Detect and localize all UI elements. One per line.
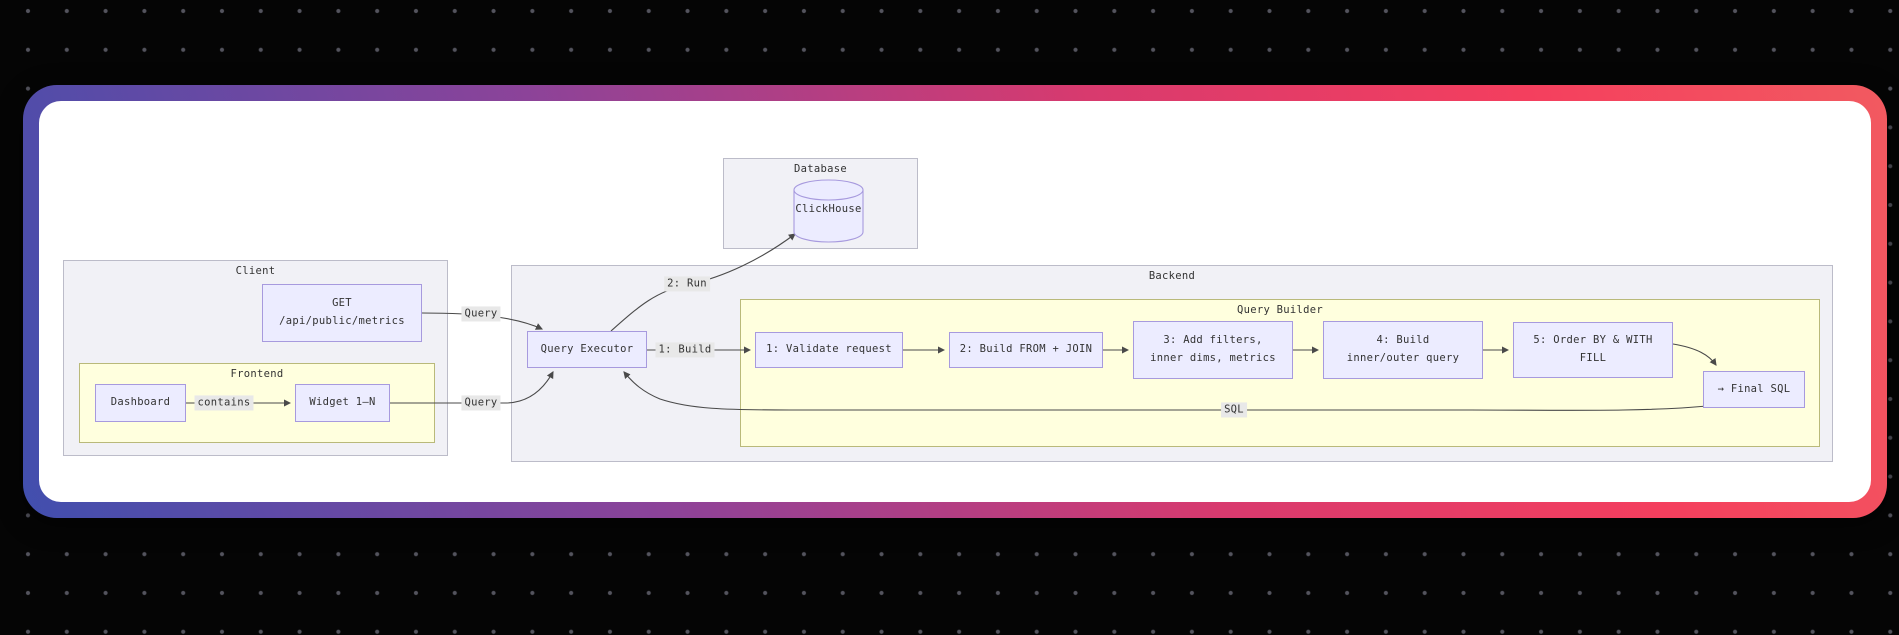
node-step3-line2: inner dims, metrics (1150, 352, 1276, 364)
node-clickhouse-label: ClickHouse (795, 203, 862, 215)
node-step3-filters: 3: Add filters, inner dims, metrics (1133, 321, 1293, 379)
edge-label-sql: SQL (1221, 402, 1247, 418)
node-step5-line1: 5: Order BY & WITH (1533, 334, 1653, 347)
node-dashboard-label: Dashboard (110, 396, 171, 409)
cluster-client-label: Client (235, 265, 276, 277)
node-step2-from-join: 2: Build FROM + JOIN (949, 332, 1103, 368)
node-step1-validate: 1: Validate request (755, 332, 903, 368)
cluster-database-label: Database (794, 163, 847, 175)
node-step5-line2: FILL (1579, 352, 1607, 364)
node-step5-order-by: 5: Order BY & WITH FILL (1513, 322, 1673, 378)
node-step4-inner-outer: 4: Build inner/outer query (1323, 321, 1483, 379)
edge-label-query-bottom: Query (461, 395, 501, 411)
edge-label-contains: contains (194, 395, 254, 411)
cluster-backend-label: Backend (1148, 270, 1196, 282)
cluster-frontend-label: Frontend (230, 368, 284, 380)
node-step4-line2: inner/outer query (1346, 352, 1460, 364)
edge-label-query-top: Query (461, 306, 501, 322)
node-widget: Widget 1–N (295, 384, 390, 422)
node-get-endpoint: GET /api/public/metrics (262, 284, 422, 342)
node-step4-line1: 4: Build (1376, 334, 1430, 347)
cluster-query-builder-label: Query Builder (1236, 304, 1324, 316)
node-step2-label: 2: Build FROM + JOIN (959, 343, 1093, 356)
node-final-sql: → Final SQL (1703, 371, 1805, 408)
node-get-line1: GET (332, 297, 352, 310)
node-step1-label: 1: Validate request (766, 343, 892, 356)
node-query-executor: Query Executor (527, 331, 647, 368)
node-query-executor-label: Query Executor (540, 342, 634, 355)
node-dashboard: Dashboard (95, 384, 186, 422)
node-get-line2: /api/public/metrics (279, 315, 405, 327)
node-widget-label: Widget 1–N (309, 396, 376, 409)
node-step3-line1: 3: Add filters, (1163, 334, 1263, 347)
edge-label-run: 2: Run (664, 276, 710, 292)
edge-label-build: 1: Build (655, 342, 715, 358)
node-final-sql-label: → Final SQL (1717, 382, 1791, 395)
